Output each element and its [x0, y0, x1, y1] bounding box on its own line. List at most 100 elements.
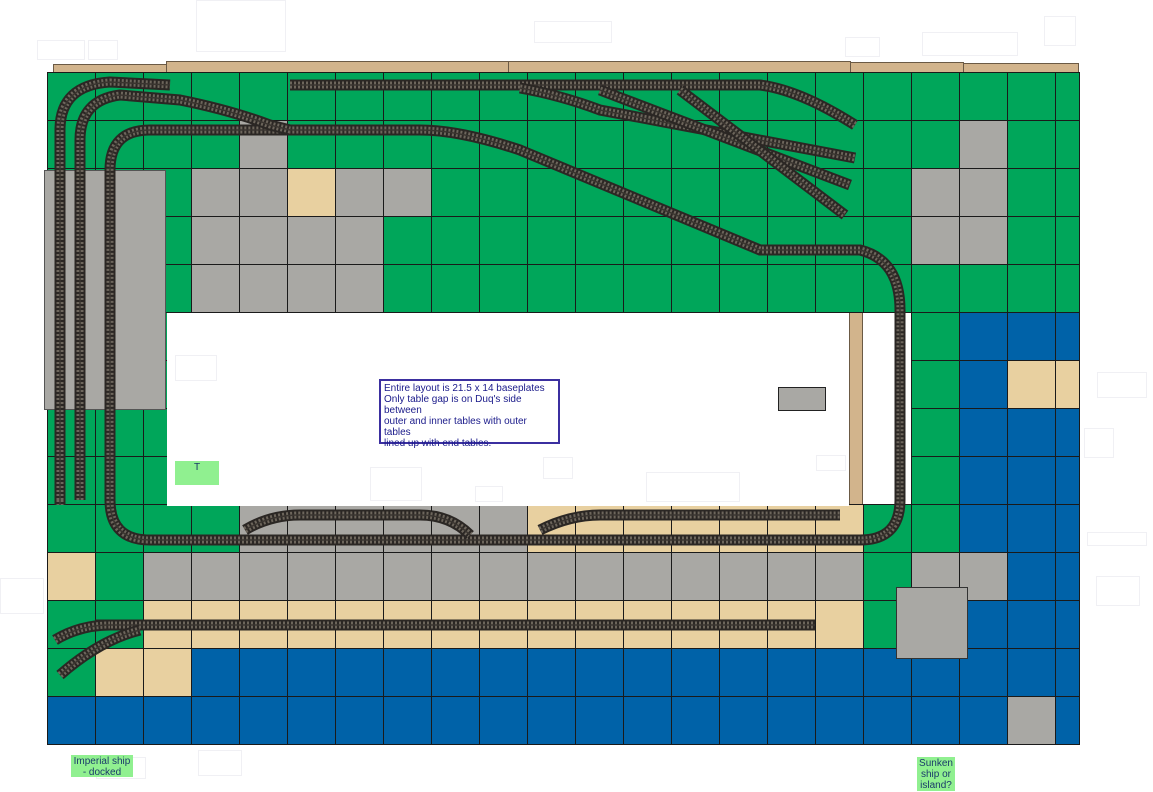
baseplate-cell: [911, 120, 960, 169]
baseplate-cell: [287, 264, 336, 313]
baseplate-cell: [767, 72, 816, 121]
ghost-label: [1044, 16, 1076, 46]
baseplate-cell: [239, 600, 288, 649]
baseplate-cell: [239, 120, 288, 169]
baseplate-cell: [527, 72, 576, 121]
baseplate-cell: [959, 360, 1008, 409]
baseplate-cell: [47, 696, 96, 745]
baseplate-cell: [623, 120, 672, 169]
baseplate-cell: [1055, 552, 1080, 601]
baseplate-cell: [287, 72, 336, 121]
baseplate-cell: [911, 216, 960, 265]
baseplate-cell: [575, 600, 624, 649]
baseplate-cell: [767, 504, 816, 553]
baseplate-cell: [911, 456, 960, 505]
baseplate-cell: [479, 648, 528, 697]
baseplate-cell: [239, 72, 288, 121]
baseplate-cell: [1055, 264, 1080, 313]
baseplate-cell: [671, 72, 720, 121]
baseplate-cell: [1055, 120, 1080, 169]
baseplate-cell: [143, 120, 192, 169]
baseplate-cell: [1007, 456, 1056, 505]
baseplate-cell: [1007, 264, 1056, 313]
left-station-platform: [44, 170, 166, 410]
baseplate-cell: [95, 120, 144, 169]
baseplate-cell: [767, 648, 816, 697]
baseplate-cell: [911, 504, 960, 553]
ghost-label: [370, 467, 422, 501]
baseplate-cell: [47, 120, 96, 169]
baseplate-cell: [479, 696, 528, 745]
ghost-label: [534, 21, 612, 43]
baseplate-cell: [239, 168, 288, 217]
table-edge-inner-right: [849, 312, 863, 506]
baseplate-cell: [95, 408, 144, 457]
baseplate-cell: [95, 456, 144, 505]
baseplate-cell: [287, 696, 336, 745]
layout-info-box: Entire layout is 21.5 x 14 baseplates On…: [379, 379, 560, 449]
ghost-label: [845, 37, 880, 57]
baseplate-cell: [623, 72, 672, 121]
baseplate-cell: [623, 264, 672, 313]
baseplate-cell: [191, 648, 240, 697]
baseplate-cell: [383, 264, 432, 313]
baseplate-cell: [1007, 648, 1056, 697]
baseplate-cell: [1007, 600, 1056, 649]
baseplate-cell: [95, 552, 144, 601]
baseplate-cell: [719, 696, 768, 745]
baseplate-cell: [479, 168, 528, 217]
baseplate-cell: [239, 264, 288, 313]
baseplate-cell: [383, 648, 432, 697]
baseplate-cell: [1007, 216, 1056, 265]
baseplate-cell: [671, 504, 720, 553]
baseplate-cell: [335, 648, 384, 697]
baseplate-cell: [287, 120, 336, 169]
baseplate-cell: [191, 504, 240, 553]
baseplate-cell: [719, 600, 768, 649]
sunken-ship-note: Sunken ship or island?: [917, 757, 955, 791]
baseplate-cell: [47, 648, 96, 697]
baseplate-cell: [815, 216, 864, 265]
baseplate-cell: [671, 216, 720, 265]
ghost-label: [922, 32, 1018, 56]
baseplate-cell: [623, 216, 672, 265]
baseplate-cell: [143, 600, 192, 649]
baseplate-cell: [335, 696, 384, 745]
baseplate-cell: [143, 552, 192, 601]
baseplate-cell: [95, 696, 144, 745]
ghost-label: [196, 0, 286, 52]
baseplate-cell: [767, 168, 816, 217]
baseplate-cell: [431, 72, 480, 121]
baseplate-cell: [623, 168, 672, 217]
baseplate-cell: [815, 168, 864, 217]
baseplate-cell: [431, 552, 480, 601]
baseplate-cell: [1055, 360, 1080, 409]
ghost-label: [198, 750, 242, 776]
baseplate-cell: [95, 600, 144, 649]
baseplate-cell: [383, 72, 432, 121]
baseplate-cell: [383, 696, 432, 745]
baseplate-cell: [1055, 600, 1080, 649]
baseplate-cell: [527, 168, 576, 217]
baseplate-cell: [1055, 696, 1080, 745]
baseplate-cell: [527, 120, 576, 169]
baseplate-cell: [239, 648, 288, 697]
baseplate-cell: [767, 696, 816, 745]
baseplate-cell: [527, 552, 576, 601]
baseplate-cell: [1007, 120, 1056, 169]
baseplate-cell: [191, 696, 240, 745]
ghost-label: [1096, 576, 1140, 606]
baseplate-cell: [95, 504, 144, 553]
baseplate-cell: [191, 264, 240, 313]
baseplate-cell: [815, 504, 864, 553]
baseplate-cell: [959, 72, 1008, 121]
baseplate-cell: [431, 120, 480, 169]
baseplate-cell: [431, 216, 480, 265]
baseplate-cell: [335, 216, 384, 265]
baseplate-cell: [431, 648, 480, 697]
baseplate-cell: [239, 552, 288, 601]
baseplate-cell: [383, 600, 432, 649]
baseplate-cell: [479, 216, 528, 265]
baseplate-cell: [335, 504, 384, 553]
baseplate-cell: [719, 648, 768, 697]
